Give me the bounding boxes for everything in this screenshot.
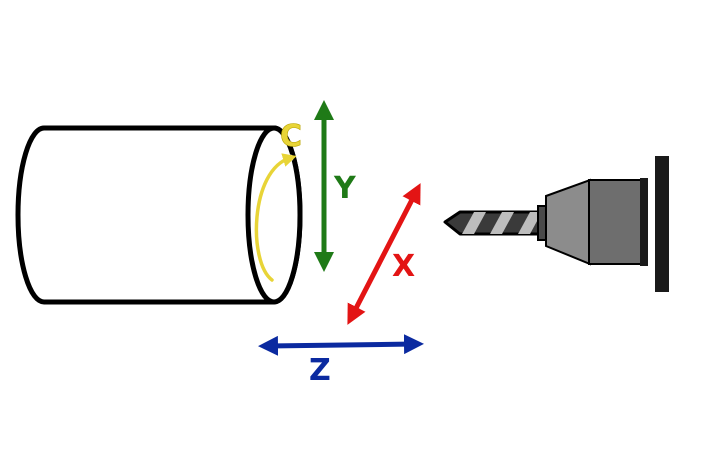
- drill-flange-plate: [655, 156, 669, 292]
- drill-chuck-body: [588, 179, 642, 265]
- y-axis-label: Y: [333, 171, 357, 206]
- drill-chuck-ring: [640, 178, 648, 266]
- c-axis-rotation-arrow-stroke: [254, 153, 297, 282]
- cylinder-workpiece: [15, 125, 303, 305]
- z-axis: Z: [258, 334, 424, 388]
- z-axis-arrow: [258, 334, 424, 356]
- z-axis-label: Z: [309, 353, 331, 388]
- x-axis-arrow: [347, 183, 421, 325]
- drill-chuck-taper: [545, 178, 591, 266]
- c-axis-label: C: [280, 119, 302, 154]
- c-axis: C: [253, 119, 302, 284]
- drill-tool: [443, 156, 669, 292]
- x-axis-label: X: [392, 249, 415, 284]
- y-axis: Y: [314, 100, 357, 272]
- drill-bit-flutes: [462, 212, 540, 234]
- x-axis: X: [347, 183, 421, 325]
